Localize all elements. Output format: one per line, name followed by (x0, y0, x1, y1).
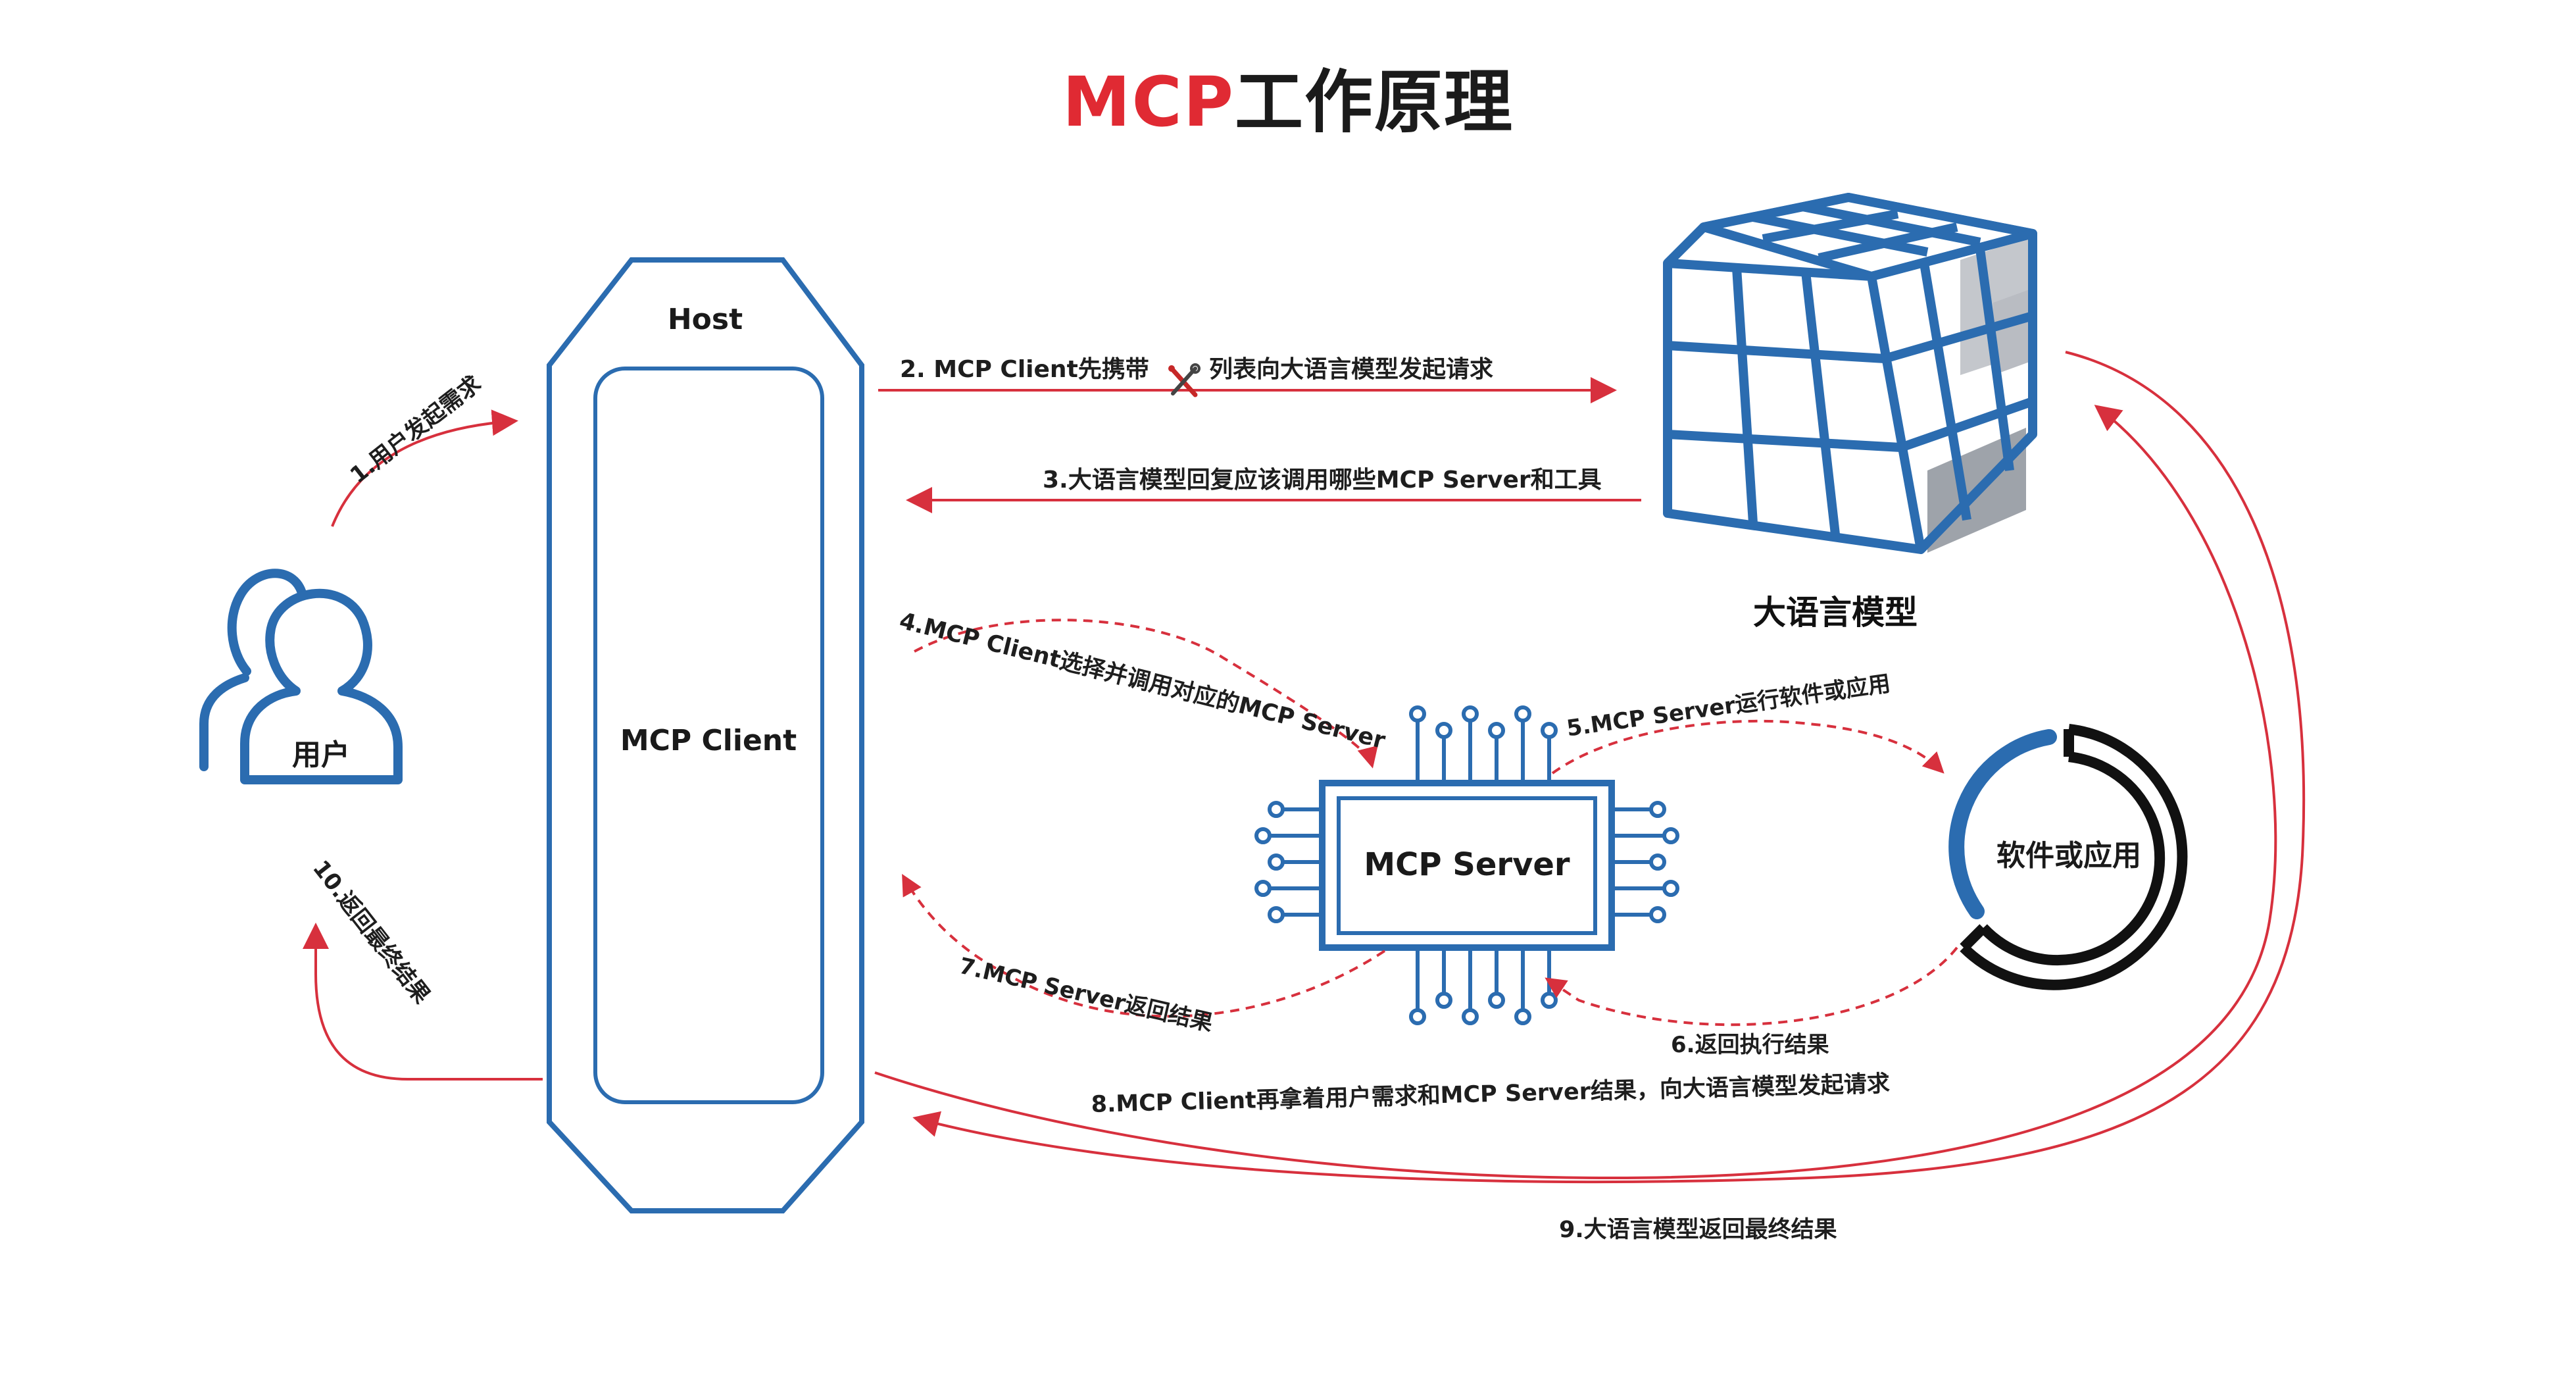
chip-pin-pad (1662, 880, 1679, 897)
chip-pin-pad (1409, 705, 1426, 723)
user-node: 用户 (199, 569, 403, 784)
chip-pin-pad (1435, 992, 1452, 1009)
arrow-step-10 (303, 923, 543, 1081)
llm-label: 大语言模型 (1753, 594, 1918, 632)
arrow-step-9 (912, 351, 2306, 1183)
step-9-label: 9.大语言模型返回最终结果 (1559, 1217, 1837, 1243)
user-label: 用户 (292, 738, 350, 772)
chip-pin-pad (1268, 906, 1285, 923)
step-2-label-a: 2. MCP Client先携带 (900, 356, 1149, 383)
chip-pin-pad (1488, 992, 1505, 1009)
step-3-label: 3.大语言模型回复应该调用哪些MCP Server和工具 (1043, 467, 1602, 494)
chip-pin-pad (1541, 722, 1558, 739)
chip-pin-pad (1514, 705, 1531, 723)
software-node: 软件或应用 (1948, 724, 2188, 990)
chip-pin-pad (1649, 906, 1666, 923)
chip-icon (1254, 705, 1679, 1025)
chip-pin-pad (1462, 705, 1479, 723)
chip-pin-pad (1514, 1008, 1531, 1025)
wrench-screwdriver-icon (1168, 363, 1201, 397)
arrow-step-5 (1551, 719, 1944, 775)
chip-pin-pad (1254, 880, 1272, 897)
mcp-server-node: MCP Server (1254, 705, 1679, 1025)
host-label: Host (668, 303, 743, 336)
title-mcp: MCP (1062, 62, 1235, 142)
person-icon (199, 569, 403, 784)
arrow-step-8 (874, 405, 2277, 1180)
cube-icon (1663, 193, 2037, 554)
host-container: Host MCP Client (547, 257, 864, 1213)
chip-pin-pad (1649, 801, 1666, 818)
chip-pin-pad (1268, 801, 1285, 818)
arrow-step-4 (914, 619, 1378, 769)
chip-pin-pad (1462, 1008, 1479, 1025)
chip-pin-pad (1409, 1008, 1426, 1025)
diagram-title: MCP工作原理 (0, 46, 2576, 145)
software-label: 软件或应用 (1996, 839, 2141, 873)
chip-pin-pad (1268, 853, 1285, 871)
mcp-client-box (593, 367, 824, 1104)
arrow-step-6 (1545, 946, 1958, 1027)
arrow-step-1 (331, 409, 518, 527)
mcp-server-label: MCP Server (1364, 846, 1570, 883)
title-rest: 工作原理 (1235, 62, 1514, 142)
chip-pin-pad (1541, 992, 1558, 1009)
chip-pin-pad (1488, 722, 1505, 739)
arrow-step-7 (902, 874, 1386, 1018)
chip-pin-pad (1662, 827, 1679, 844)
chip-pin-pad (1435, 722, 1452, 739)
llm-node: 大语言模型 (1663, 193, 2037, 632)
chip-pin-pad (1649, 853, 1666, 871)
step-2-label-b: 列表向大语言模型发起请求 (1209, 356, 1494, 383)
step-6-label: 6.返回执行结果 (1671, 1032, 1829, 1058)
chip-pin-pad (1254, 827, 1272, 844)
mcp-client-label: MCP Client (620, 724, 797, 757)
